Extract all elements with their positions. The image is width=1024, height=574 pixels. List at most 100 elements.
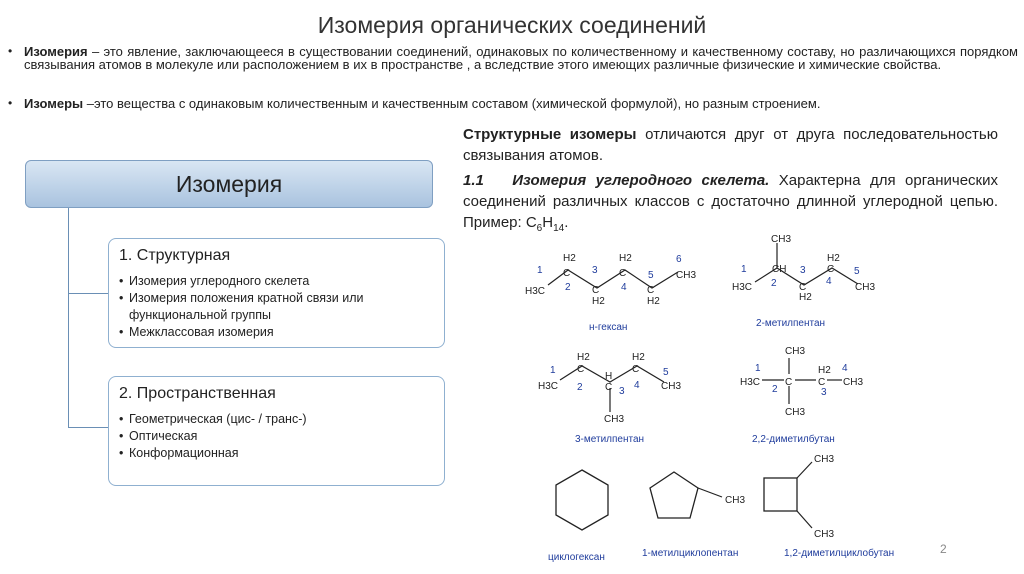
paragraph-text: Характерна для органических соединений р… [463, 172, 998, 231]
atom-label: CH3 [843, 377, 863, 388]
atom-label: H2 [799, 292, 812, 303]
carbon-number: 4 [634, 380, 640, 391]
molecule-name: 1-метилциклопентан [642, 548, 738, 559]
atom-label: C [818, 377, 825, 388]
atom-label: C [592, 285, 599, 296]
molecule-name: 1,2-диметилциклобутан [784, 547, 894, 559]
list-item: Конформационная [119, 445, 434, 462]
atom-label: H2 [619, 253, 632, 264]
card-title: 1. Структурная [119, 247, 231, 264]
isomers-definition-text: –это вещества с одинаковым количественны… [83, 96, 821, 111]
section-number: 1.1 [463, 172, 484, 189]
carbon-number: 6 [676, 254, 682, 265]
atom-label: CH [772, 264, 786, 275]
tree-connector-vertical [68, 208, 69, 427]
term-isomerism: Изомерия [24, 44, 88, 59]
atom-label: H2 [632, 352, 645, 363]
atom-label: C [619, 268, 626, 279]
3-methylpentane-structure: H3C H2 C H C H2 C CH3 CH3 1 2 3 4 5 3-ме… [538, 352, 681, 445]
isomerism-definition-text: – это явление, заключающееся в существов… [24, 44, 1018, 72]
atom-label: CH3 [676, 270, 696, 281]
atom-label: H2 [592, 296, 605, 307]
atom-label: H2 [818, 365, 831, 376]
term-isomers: Изомеры [24, 96, 84, 111]
atom-label: CH3 [855, 282, 875, 293]
molecule-name: 2,2-диметилбутан [752, 433, 835, 445]
atom-label: CH3 [814, 454, 834, 465]
formula-h: Н [542, 214, 554, 231]
molecule-name: н-гексан [589, 322, 627, 333]
carbon-number: 2 [771, 278, 777, 289]
paragraph-text: отличаются друг от друга последовательно… [463, 126, 998, 164]
spatial-isomerism-card: 2. Пространственная Геометрическая (цис-… [108, 376, 445, 486]
structural-isomers-paragraph: Структурные изомеры отличаются друг от д… [463, 124, 998, 166]
carbon-number: 5 [663, 367, 669, 378]
list-item: Геометрическая (цис- / транс-) [119, 411, 434, 428]
atom-label: C [647, 285, 654, 296]
2-methylpentane-structure: H3C CH3 CH C H2 H2 C CH3 1 2 3 4 5 2-мет… [732, 234, 875, 329]
atom-label: H2 [577, 352, 590, 363]
carbon-number: 2 [565, 282, 571, 293]
carbon-number: 3 [821, 387, 827, 398]
carbon-number: 1 [537, 265, 543, 276]
carbon-number: 4 [842, 363, 848, 374]
list-item: Изомерия положения кратной связи или фун… [119, 290, 434, 324]
carbon-number: 5 [648, 270, 654, 281]
bullet-dot: • [8, 44, 13, 58]
list-item: Оптическая [119, 428, 434, 445]
atom-label: CH3 [604, 414, 624, 425]
carbon-number: 5 [854, 266, 860, 277]
atom-label: C [632, 364, 639, 375]
tree-connector-branch-1 [68, 293, 108, 294]
atom-label: C [785, 377, 792, 388]
molecule-name: 2-метилпентан [756, 318, 825, 329]
bullet-dot: • [8, 96, 13, 110]
carbon-number: 1 [755, 363, 761, 374]
subscript: 14 [553, 223, 565, 234]
atom-label: C [827, 264, 834, 275]
subscript: 6 [536, 223, 543, 234]
atom-label: H3C [732, 282, 752, 293]
page-number: 2 [940, 542, 947, 556]
carbon-number: 3 [800, 265, 806, 276]
tree-connector-branch-2 [68, 427, 108, 428]
atom-label: CH3 [725, 495, 745, 506]
carbon-number: 4 [621, 282, 627, 293]
atom-label: CH3 [785, 346, 805, 357]
atom-label: C [563, 268, 570, 279]
carbon-number: 2 [577, 382, 583, 393]
slide-title: Изомерия органических соединений [317, 12, 707, 38]
dimethylcyclobutane-structure: CH3 CH3 1,2-диметилциклобутан [763, 454, 894, 559]
carbon-number: 1 [550, 365, 556, 376]
carbon-number: 1 [741, 264, 747, 275]
carbon-number: 3 [619, 386, 625, 397]
atom-label: H2 [827, 253, 840, 264]
atom-label: CH3 [661, 381, 681, 392]
paragraph-end: . [564, 214, 569, 231]
list-item: Изомерия углеродного скелета [119, 273, 434, 290]
atom-label: C [577, 364, 584, 375]
bullet-isomerism-definition: • Изомерия – это явление, заключающееся … [8, 44, 1018, 72]
term-carbon-skeleton: Изомерия углеродного скелета. [512, 172, 770, 189]
atom-label: CH3 [785, 407, 805, 418]
atom-label: H3C [525, 286, 545, 297]
atom-label: H2 [647, 296, 660, 307]
atom-label: C [799, 282, 806, 293]
molecule-name: циклогексан [548, 552, 605, 563]
bullet-isomers-definition: • Изомеры –это вещества с одинаковым кол… [8, 96, 1010, 111]
term-structural-isomers: Структурные изомеры [463, 126, 637, 143]
carbon-skeleton-paragraph: 1.1 Изомерия углеродного скелета. Характ… [463, 170, 998, 239]
molecule-name: 3-метилпентан [575, 434, 644, 445]
cyclohexane-structure: циклогексан [548, 469, 609, 563]
isomerism-header-box: Изомерия [25, 160, 433, 208]
list-item: Межклассовая изомерия [119, 324, 434, 341]
card-title: 2. Пространственная [119, 385, 276, 402]
atom-label: H3C [740, 377, 760, 388]
carbon-number: 3 [592, 265, 598, 276]
carbon-number: 4 [826, 276, 832, 287]
structural-isomerism-card: 1. Структурная Изомерия углеродного скел… [108, 238, 445, 348]
atom-label: C [605, 382, 612, 393]
atom-label: H [605, 371, 612, 382]
atom-label: CH3 [814, 529, 834, 540]
2,2-dimethylbutane-structure: H3C CH3 C CH3 H2 C CH3 1 2 3 4 2,2-димет… [740, 346, 863, 445]
